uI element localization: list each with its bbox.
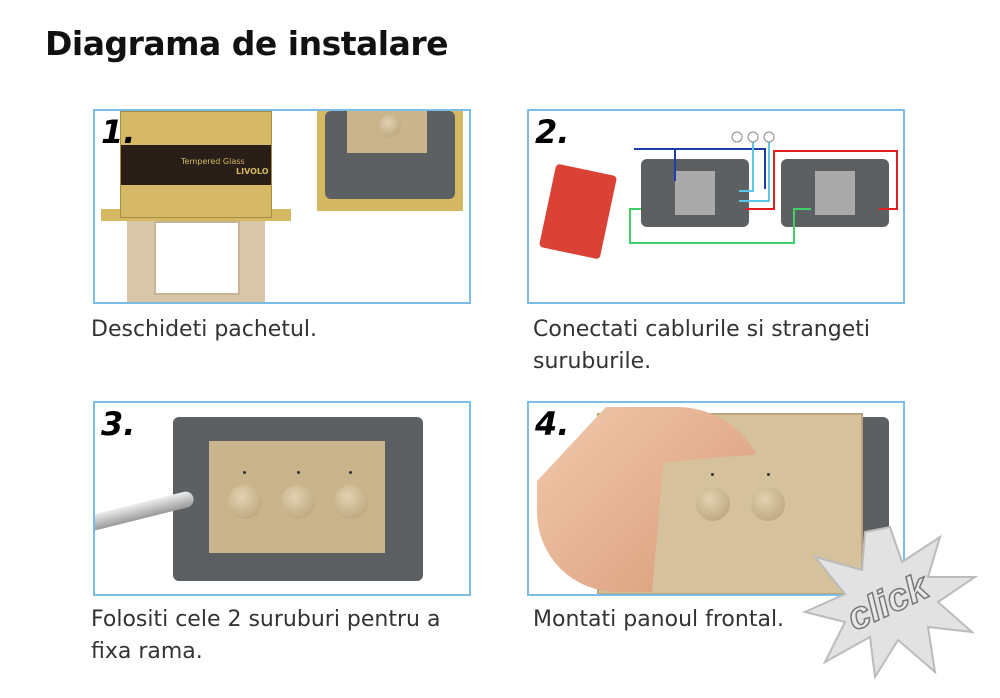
wiring-diagram: [629, 131, 898, 244]
step-3-caption: Folositi cele 2 suruburi pentru a fixa r…: [91, 607, 441, 664]
switch-panel: [209, 441, 385, 553]
step-4-caption: Montati panoul frontal.: [533, 607, 785, 632]
page-title: Diagrama de instalare: [45, 24, 449, 63]
step-1-panel: 1. Tempered Glass LIVOLO: [93, 109, 471, 304]
package-brand-text: LIVOLO: [236, 167, 269, 176]
switch-in-box: [317, 111, 463, 211]
package-box: Tempered Glass LIVOLO: [120, 111, 272, 218]
step-1-caption: Deschideti pachetul.: [91, 317, 318, 342]
step-2-caption: Conectati cablurile si strangeti surubur…: [533, 317, 870, 374]
step-number: 2.: [535, 113, 570, 151]
step-3-panel: 3.: [93, 401, 471, 596]
step-number: 4.: [535, 405, 570, 443]
frame-image: [127, 221, 265, 302]
step-number: 3.: [101, 405, 136, 443]
click-starburst-badge: click: [801, 525, 979, 680]
step-4-panel: 4.: [527, 401, 905, 596]
package-product-text: Tempered Glass: [181, 157, 245, 166]
step-number: 1.: [101, 113, 136, 151]
switch-module-1: [641, 159, 749, 227]
step-2-panel: 2.: [527, 109, 905, 304]
switch-module-2: [781, 159, 889, 227]
